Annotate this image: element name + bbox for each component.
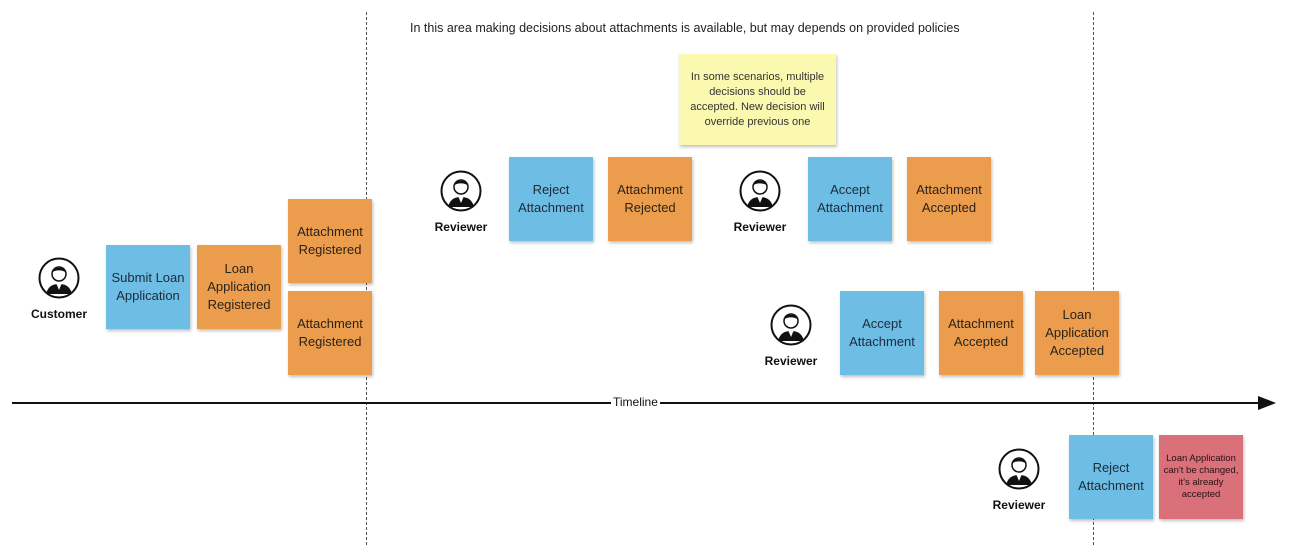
command-accept-attachment-1: Accept Attachment <box>808 157 892 241</box>
person-icon <box>998 448 1040 490</box>
actor-reviewer-4: Reviewer <box>974 448 1064 518</box>
boundary-line-right <box>1093 12 1094 545</box>
command-reject-attachment-2: Reject Attachment <box>1069 435 1153 519</box>
person-icon <box>739 170 781 212</box>
actor-customer-label: Customer <box>30 307 87 321</box>
event-loan-application-accepted: Loan Application Accepted <box>1035 291 1119 375</box>
decision-area-note: In this area making decisions about atta… <box>410 21 960 35</box>
event-attachment-accepted-1: Attachment Accepted <box>907 157 991 241</box>
actor-reviewer-3-label: Reviewer <box>764 354 818 368</box>
multiple-decisions-note: In some scenarios, multiple decisions sh… <box>679 54 836 145</box>
command-submit-loan-application: Submit Loan Application <box>106 245 190 329</box>
event-attachment-registered-1: Attachment Registered <box>288 199 372 283</box>
person-icon <box>440 170 482 212</box>
command-reject-attachment-1: Reject Attachment <box>509 157 593 241</box>
command-accept-attachment-2: Accept Attachment <box>840 291 924 375</box>
person-icon <box>38 257 80 299</box>
actor-reviewer-4-label: Reviewer <box>992 498 1046 512</box>
actor-reviewer-1-label: Reviewer <box>434 220 488 234</box>
actor-customer: Customer <box>14 257 104 327</box>
actor-reviewer-2: Reviewer <box>715 170 805 240</box>
event-attachment-accepted-2: Attachment Accepted <box>939 291 1023 375</box>
actor-reviewer-2-label: Reviewer <box>733 220 787 234</box>
error-loan-cannot-change: Loan Application can't be changed, it's … <box>1159 435 1243 519</box>
event-attachment-registered-2: Attachment Registered <box>288 291 372 375</box>
person-icon <box>770 304 812 346</box>
event-loan-application-registered: Loan Application Registered <box>197 245 281 329</box>
timeline-arrowhead <box>1258 396 1276 410</box>
timeline-label: Timeline <box>611 395 660 409</box>
event-attachment-rejected: Attachment Rejected <box>608 157 692 241</box>
actor-reviewer-1: Reviewer <box>416 170 506 240</box>
actor-reviewer-3: Reviewer <box>746 304 836 374</box>
